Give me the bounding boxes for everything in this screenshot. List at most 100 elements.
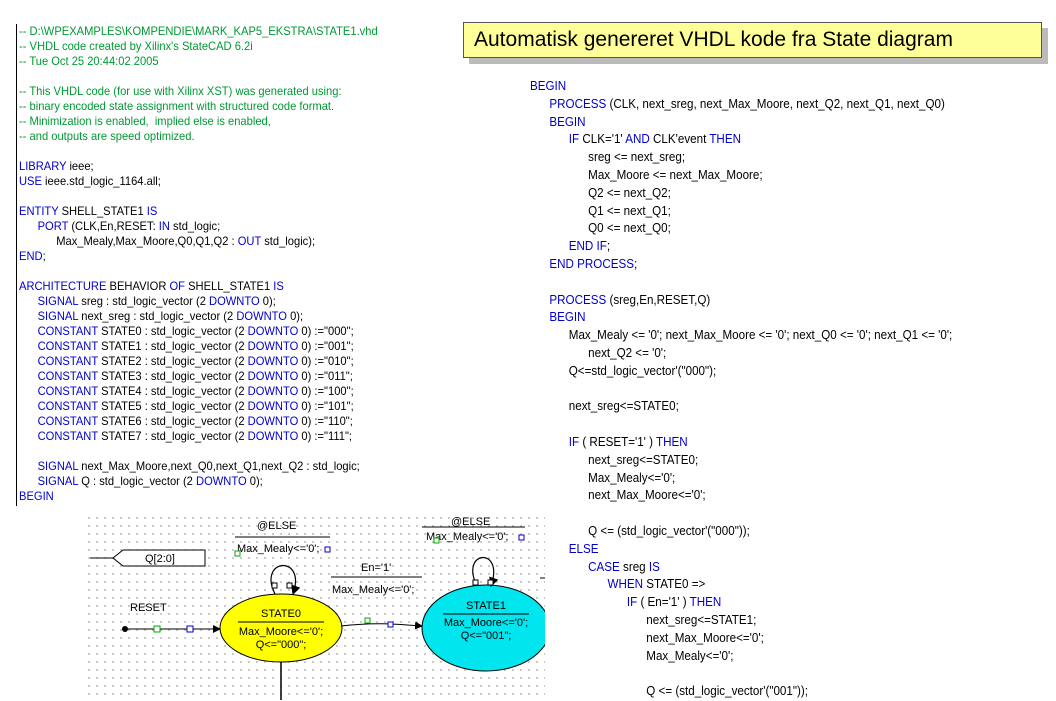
- code-token: END: [19, 249, 43, 263]
- transition-arrow: [340, 621, 423, 630]
- code-token: SIGNAL: [37, 294, 79, 308]
- transition-handle-1: [364, 617, 371, 624]
- left-code-line: CONSTANT STATE5 : std_logic_vector (2 DO…: [19, 399, 378, 414]
- code-token: ELSE: [568, 541, 599, 556]
- right-code-line: next_Q2 <= '0';: [530, 345, 952, 363]
- right-code-line: sreg <= next_sreg;: [530, 149, 952, 167]
- code-token: next_Max_Moore<='0';: [530, 488, 706, 503]
- code-token: (CLK,En,RESET:: [68, 219, 159, 233]
- right-code-line: next_sreg<=STATE1;: [530, 612, 952, 630]
- code-token: DOWNTO: [247, 429, 299, 443]
- code-token: STATE4 : std_logic_vector (2: [97, 384, 248, 398]
- code-token: [19, 399, 38, 413]
- right-code-line: Q1 <= next_Q1;: [530, 203, 952, 221]
- left-code-line: Max_Mealy,Max_Moore,Q0,Q1,Q2 : OUT std_l…: [19, 234, 378, 249]
- left-code-line: CONSTANT STATE3 : std_logic_vector (2 DO…: [19, 369, 378, 384]
- code-margin-line: [16, 24, 17, 506]
- code-token: -- D:\WPEXAMPLES\KOMPENDIE\MARK_KAP5_EKS…: [19, 24, 378, 38]
- code-token: STATE5 : std_logic_vector (2: [97, 399, 248, 413]
- code-token: IS: [273, 279, 284, 293]
- code-token: Max_Mealy,Max_Moore,Q0,Q1,Q2 :: [19, 234, 238, 248]
- right-code-line: ELSE: [530, 541, 952, 559]
- code-token: BEGIN: [549, 310, 586, 325]
- right-code-line: ​: [530, 665, 952, 683]
- right-code-line: ​: [530, 505, 952, 523]
- code-token: STATE7 : std_logic_vector (2: [97, 429, 248, 443]
- code-token: DOWNTO: [247, 399, 299, 413]
- right-code-line: Max_Mealy<='0';: [530, 470, 952, 488]
- code-token: [19, 324, 38, 338]
- code-token: next_sreg<=STATE1;: [530, 612, 757, 627]
- state1-output: Q<="001";: [461, 630, 512, 642]
- code-token: Q2 <= next_Q2;: [530, 185, 671, 200]
- code-token: [530, 310, 549, 324]
- code-token: LIBRARY: [19, 159, 67, 173]
- left-code-line: ​: [19, 189, 378, 204]
- code-token: CONSTANT: [37, 399, 98, 413]
- left-code-line: SIGNAL sreg : std_logic_vector (2 DOWNTO…: [19, 294, 378, 309]
- code-token: BEGIN: [19, 489, 54, 503]
- code-token: DOWNTO: [247, 369, 299, 383]
- reset-label: RESET: [130, 602, 167, 614]
- code-token: [19, 309, 38, 323]
- left-code-line: BEGIN: [19, 489, 378, 504]
- left-code-line: ARCHITECTURE BEHAVIOR OF SHELL_STATE1 IS: [19, 279, 378, 294]
- code-token: Q <= (std_logic_vector'("000"));: [530, 523, 750, 538]
- left-code-line: ​: [19, 69, 378, 84]
- state1-else-handle-2: [518, 534, 525, 541]
- left-code-line: -- Tue Oct 25 20:44:02 2005: [19, 54, 378, 69]
- code-token: CONSTANT: [37, 324, 98, 338]
- right-code-line: END PROCESS;: [530, 256, 952, 274]
- code-token: 0) :="111";: [298, 429, 353, 443]
- code-token: sreg <= next_sreg;: [530, 150, 686, 165]
- left-code-line: CONSTANT STATE1 : std_logic_vector (2 DO…: [19, 339, 378, 354]
- code-token: PORT: [37, 219, 69, 233]
- code-token: CONSTANT: [37, 414, 98, 428]
- code-token: SIGNAL: [37, 459, 79, 473]
- code-token: sreg: [619, 559, 649, 574]
- left-code-line: SIGNAL next_Max_Moore,next_Q0,next_Q1,ne…: [19, 459, 378, 474]
- code-token: SIGNAL: [37, 474, 79, 488]
- code-token: DOWNTO: [247, 414, 299, 428]
- code-token: DOWNTO: [196, 474, 247, 488]
- right-code-line: BEGIN: [530, 114, 952, 132]
- code-token: [19, 339, 38, 353]
- code-token: 0);: [246, 474, 263, 488]
- right-code-line: PROCESS (CLK, next_sreg, next_Max_Moore,…: [530, 96, 952, 114]
- left-code-line: SIGNAL Q : std_logic_vector (2 DOWNTO 0)…: [19, 474, 378, 489]
- state0-output: Q<="000";: [256, 639, 307, 651]
- right-code-line: IF ( RESET='1' ) THEN: [530, 434, 952, 452]
- right-code-line: IF CLK='1' AND CLK'event THEN: [530, 131, 952, 149]
- right-code-line: Q <= (std_logic_vector'("001"));: [530, 683, 952, 701]
- code-token: std_logic);: [261, 234, 316, 248]
- code-token: -- Minimization is enabled, implied else…: [19, 114, 271, 128]
- code-token: 0) :="011";: [298, 369, 353, 383]
- state1-loop-handle-1: [472, 579, 479, 586]
- code-token: THEN: [656, 434, 688, 449]
- right-code-line: next_Max_Moore<='0';: [530, 630, 952, 648]
- code-token: CONSTANT: [37, 429, 98, 443]
- code-token: next_sreg : std_logic_vector (2: [78, 309, 237, 323]
- code-token: Q<=std_logic_vector'("000");: [530, 363, 717, 378]
- code-token: Max_Moore <= next_Max_Moore;: [530, 167, 763, 182]
- code-token: -- binary encoded state assignment with …: [19, 99, 335, 113]
- code-token: CLK='1': [579, 132, 626, 147]
- port-q-shape: [112, 549, 206, 567]
- state1-bubble: [421, 584, 545, 672]
- code-token: STATE3 : std_logic_vector (2: [97, 369, 248, 383]
- state0-else-handle-2: [324, 546, 331, 553]
- code-token: ;: [42, 249, 46, 263]
- code-token: [19, 459, 38, 473]
- code-token: DOWNTO: [247, 384, 299, 398]
- code-token: Max_Mealy<='0';: [530, 470, 676, 485]
- code-token: 0) :="010";: [298, 354, 354, 368]
- reset-handle-1: [153, 625, 161, 633]
- code-token: Q : std_logic_vector (2: [78, 474, 197, 488]
- left-code-line: CONSTANT STATE0 : std_logic_vector (2 DO…: [19, 324, 378, 339]
- right-code-line: Max_Mealy<='0';: [530, 648, 952, 666]
- code-token: CASE: [588, 559, 620, 574]
- code-token: [530, 257, 549, 271]
- code-token: 0) :="001";: [298, 339, 354, 353]
- code-token: DOWNTO: [236, 309, 287, 323]
- code-token: [19, 354, 38, 368]
